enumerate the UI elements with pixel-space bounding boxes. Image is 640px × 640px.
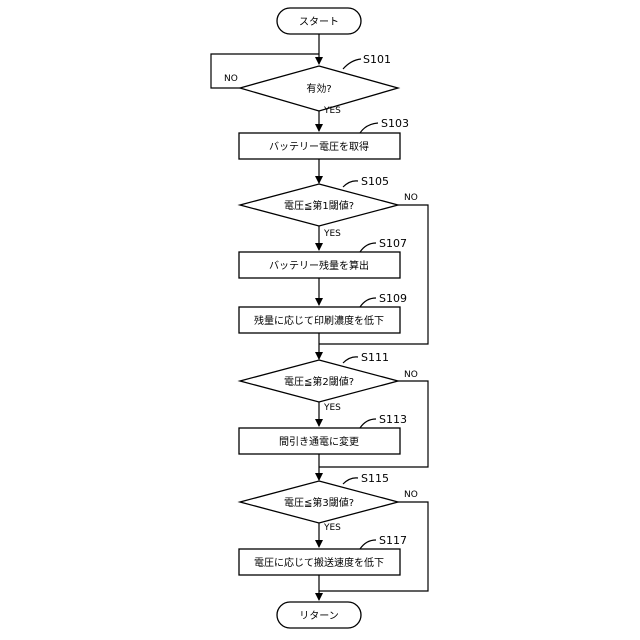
step-leader: [343, 478, 358, 484]
yes-label-s115: YES: [323, 523, 341, 533]
no-label-s111: NO: [404, 370, 418, 380]
process-s117-text: 電圧に応じて搬送速度を低下: [254, 556, 384, 569]
step-s117: S117: [379, 534, 407, 547]
step-leader: [360, 243, 376, 252]
no-label-s101: NO: [224, 74, 238, 84]
process-s113-text: 間引き通電に変更: [279, 435, 359, 448]
step-s103: S103: [381, 117, 409, 130]
step-leader: [360, 123, 378, 133]
decision-s111-text: 電圧≦第2閾値?: [284, 375, 354, 388]
step-s115: S115: [361, 472, 389, 485]
step-s101: S101: [363, 53, 391, 66]
step-leader: [360, 419, 376, 428]
decision-s105-text: 電圧≦第1閾値?: [284, 199, 354, 212]
step-s109: S109: [379, 292, 407, 305]
no-label-s105: NO: [404, 193, 418, 203]
step-s113: S113: [379, 413, 407, 426]
process-s103-text: バッテリー電圧を取得: [269, 141, 369, 153]
step-s105: S105: [361, 175, 389, 188]
no-label-s115: NO: [404, 490, 418, 500]
step-leader: [343, 59, 361, 69]
step-s111: S111: [361, 351, 389, 364]
process-s107-text: バッテリー残量を算出: [269, 259, 369, 272]
step-leader: [360, 540, 376, 549]
yes-label-s111: YES: [323, 403, 341, 413]
yes-label-s105: YES: [323, 229, 341, 239]
process-s109-text: 残量に応じて印刷濃度を低下: [254, 314, 384, 327]
start-label: スタート: [299, 16, 339, 28]
decision-s115-text: 電圧≦第3閾値?: [284, 496, 354, 509]
decision-s101-text: 有効?: [306, 82, 331, 95]
end-label: リターン: [299, 610, 339, 622]
step-leader: [360, 298, 376, 307]
step-s107: S107: [379, 237, 407, 250]
step-leader: [343, 181, 358, 187]
step-leader: [343, 357, 358, 363]
yes-label-s101: YES: [323, 106, 341, 116]
